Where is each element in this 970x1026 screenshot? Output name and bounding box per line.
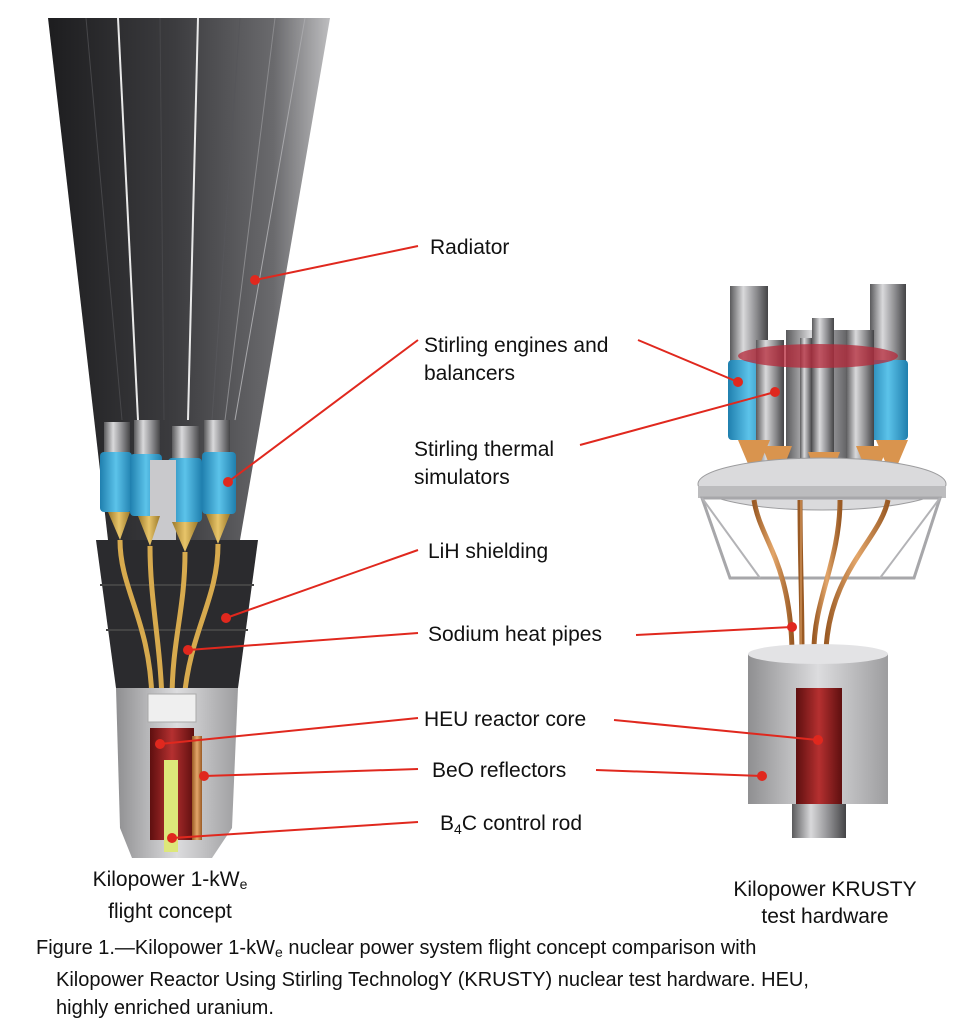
label-thermal-simulators-line1: Stirling thermal <box>414 438 554 461</box>
stirling-engines-graphic <box>100 420 236 552</box>
label-b4c-control-rod: B4C control rod <box>440 812 582 837</box>
flight-reactor-graphic <box>116 688 238 858</box>
label-lih-shielding: LiH shielding <box>428 540 548 563</box>
label-stirling-engines-line1: Stirling engines and <box>424 334 608 357</box>
label-stirling-engines-line2: balancers <box>424 362 515 385</box>
radiator-graphic <box>48 17 330 540</box>
label-heu-reactor-core: HEU reactor core <box>424 708 586 731</box>
flight-concept-caption: Kilopower 1-kWe flight concept <box>92 868 248 923</box>
flight-heat-pipes-graphic <box>117 539 221 701</box>
krusty-illustration <box>697 284 947 838</box>
flight-concept-illustration <box>48 17 330 858</box>
label-beo-reflectors: BeO reflectors <box>432 759 566 782</box>
figure-caption: Figure 1.—Kilopower 1-kWe nuclear power … <box>36 937 809 1019</box>
label-sodium-heat-pipes: Sodium heat pipes <box>428 623 602 646</box>
label-radiator: Radiator <box>430 236 509 259</box>
label-thermal-simulators-line2: simulators <box>414 466 510 489</box>
krusty-caption: Kilopower KRUSTY test hardware <box>733 878 917 928</box>
leader-lines <box>155 245 823 843</box>
